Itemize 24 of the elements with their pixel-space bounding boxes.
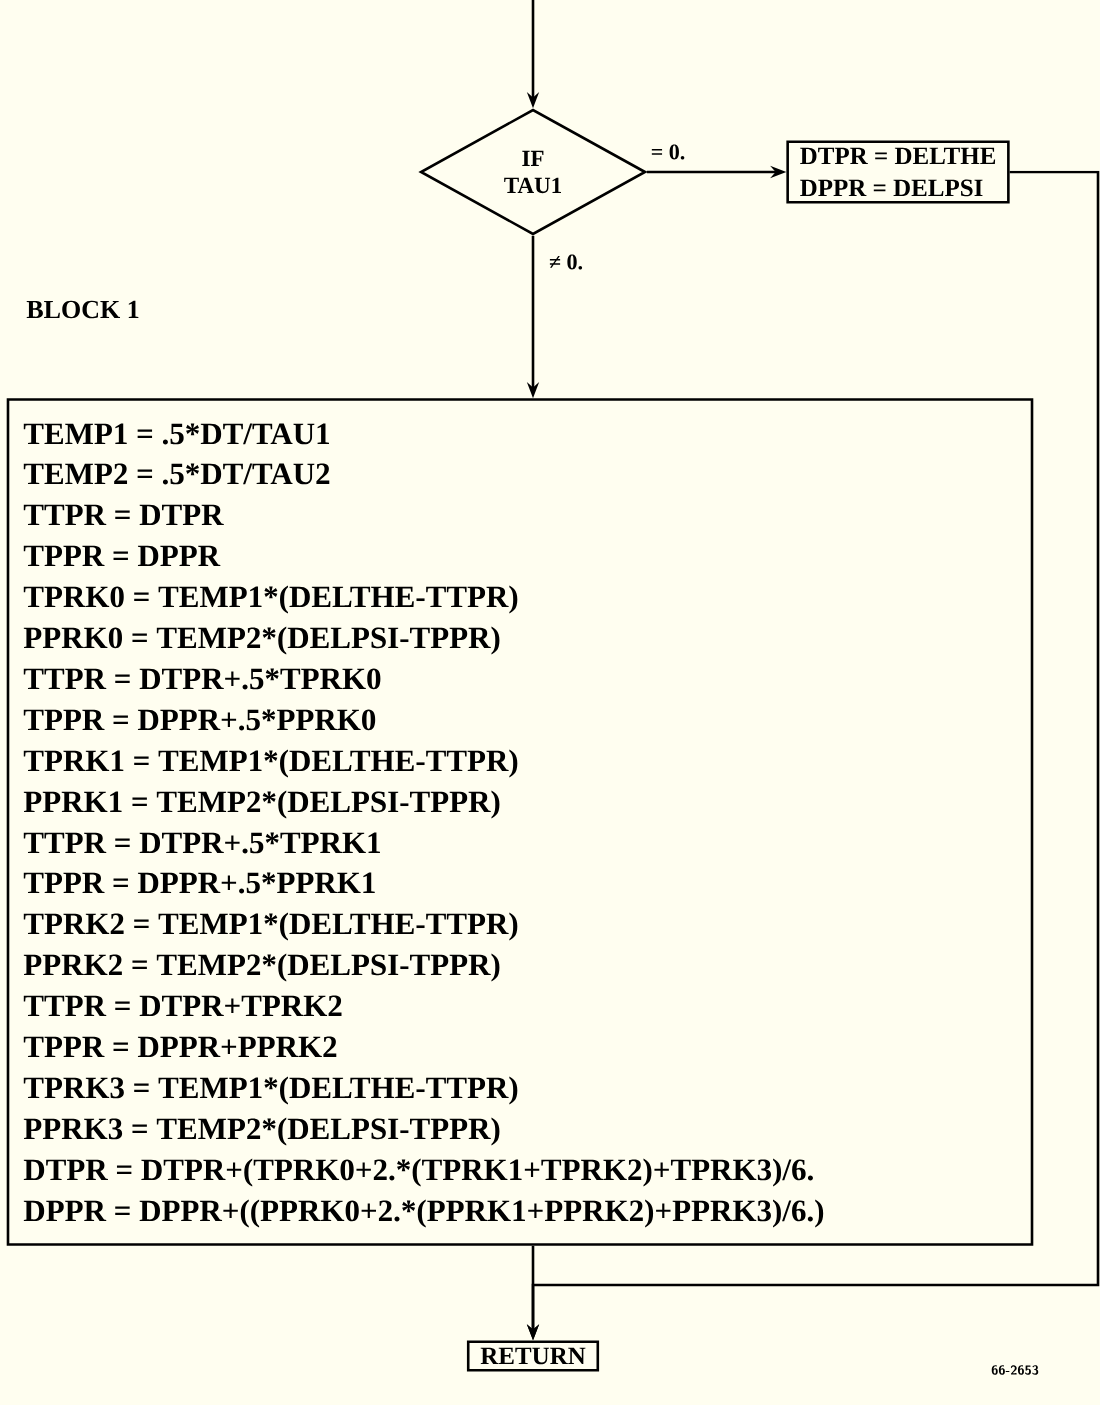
code-line: TTPR = DTPR+.5*TPRK1 bbox=[23, 832, 380, 854]
code-line: PPRK2 = TEMP2*(DELPSI-TPPR) bbox=[23, 953, 500, 982]
code-line: TTPR = DTPR+TPRK2 bbox=[23, 995, 342, 1017]
code-line: TPRK1 = TEMP1*(DELTHE-TTPR) bbox=[23, 749, 518, 778]
code-line: TPPR = DPPR+.5*PPRK0 bbox=[23, 709, 376, 731]
code-line: PPRK3 = TEMP2*(DELPSI-TPPR) bbox=[23, 1117, 500, 1146]
code-line: TPPR = DPPR+.5*PPRK1 bbox=[23, 872, 375, 894]
code-line: TTPR = DTPR+.5*TPRK0 bbox=[23, 668, 381, 690]
code-line: PPRK0 = TEMP2*(DELPSI-TPPR) bbox=[23, 626, 500, 655]
code-line: TPPR = DPPR bbox=[23, 545, 221, 567]
code-line: TPRK0 = TEMP1*(DELTHE-TTPR) bbox=[23, 585, 518, 614]
code-line: PPRK1 = TEMP2*(DELPSI-TPPR) bbox=[23, 790, 500, 819]
code-line: TPPR = DPPR+PPRK2 bbox=[23, 1036, 337, 1058]
code-line: TEMP2 = .5*DT/TAU2 bbox=[23, 463, 330, 485]
code-line: DPPR = DPPR+((PPRK0+2.*(PPRK1+PPRK2)+PPRK3)/6.) bbox=[23, 1199, 824, 1228]
terminal-box: RETURN bbox=[466, 1340, 600, 1372]
code-line: TTPR = DTPR bbox=[23, 504, 224, 526]
figure-number: 66-2653 bbox=[991, 1365, 1039, 1375]
process-box: DTPR = DELTHE DPPR = DELPSI bbox=[786, 140, 1010, 204]
code-line: DTPR = DTPR+(TPRK0+2.*(TPRK1+TPRK2)+TPRK3)/6. bbox=[23, 1158, 813, 1187]
block-heading: BLOCK 1 bbox=[26, 300, 139, 319]
code-line: TPRK3 = TEMP1*(DELTHE-TTPR) bbox=[23, 1076, 518, 1105]
code-line: TEMP1 = .5*DT/TAU1 bbox=[23, 423, 329, 445]
code-line: TPRK2 = TEMP1*(DELTHE-TTPR) bbox=[23, 912, 518, 941]
